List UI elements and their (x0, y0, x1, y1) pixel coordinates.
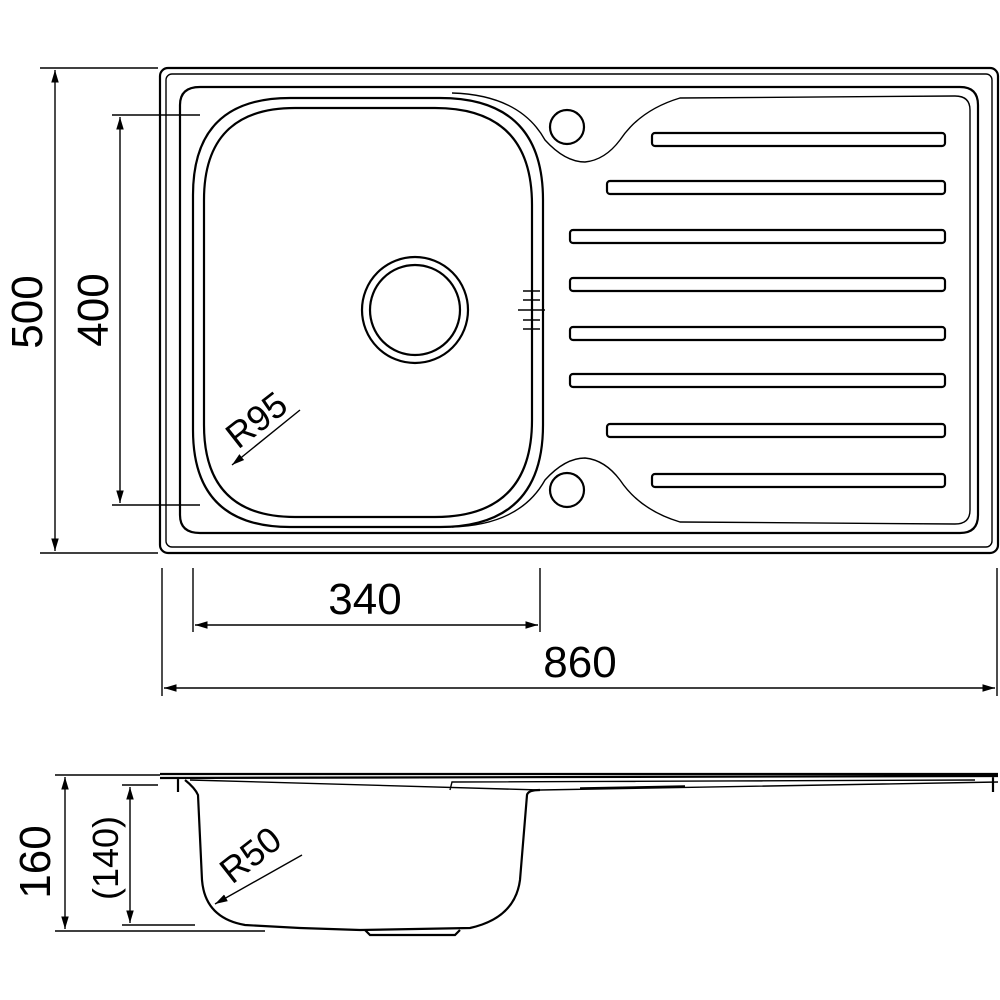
dimension-bowl-depth: 400 (69, 114, 200, 506)
drainer-rib (605, 422, 947, 439)
drainer-tray-outline (178, 85, 980, 535)
bowl-width-label: 340 (328, 575, 401, 624)
dimension-height: 160 (11, 774, 265, 932)
height-label: 160 (11, 825, 60, 898)
rim-inner-edge (165, 73, 993, 548)
dimension-depth: 500 (3, 67, 158, 554)
side-rim (159, 772, 999, 792)
tap-hole-top (548, 108, 586, 146)
side-drainer (189, 779, 999, 791)
dimension-bowl-width: 340 (192, 568, 541, 632)
dimension-bowl-radius: R95 (218, 383, 301, 466)
drainer-rib (650, 472, 947, 489)
drainer-rib (568, 372, 947, 389)
drainer-rib (568, 276, 947, 293)
side-bowl (184, 779, 541, 932)
dimension-width: 860 (161, 568, 998, 696)
bowl-depth-label: 400 (69, 273, 118, 346)
overflow-marks (518, 290, 545, 330)
tap-hole-bottom (548, 471, 586, 509)
drain-inner (368, 263, 462, 357)
dimension-bowl-height: (140) (85, 784, 195, 926)
drainer-rib (605, 179, 947, 196)
side-view (159, 772, 999, 937)
sink-outer-rim (158, 66, 1000, 555)
dimension-side-radius: R50 (212, 818, 303, 905)
drainer-rib (650, 131, 947, 148)
top-view (158, 66, 1000, 555)
side-radius-label: R50 (212, 818, 289, 891)
width-label: 860 (543, 638, 616, 687)
drainer-ribs (568, 131, 947, 489)
drain-outer (360, 255, 470, 365)
side-drain (364, 929, 461, 937)
drainer-rib (568, 325, 947, 342)
depth-label: 500 (3, 275, 52, 348)
bowl-inner (202, 106, 534, 519)
bowl-outer (191, 96, 545, 529)
drainer-inner-outline (451, 92, 971, 528)
drainer-rib (568, 228, 947, 245)
bowl-radius-label: R95 (218, 383, 295, 456)
bowl-height-label: (140) (85, 816, 126, 900)
